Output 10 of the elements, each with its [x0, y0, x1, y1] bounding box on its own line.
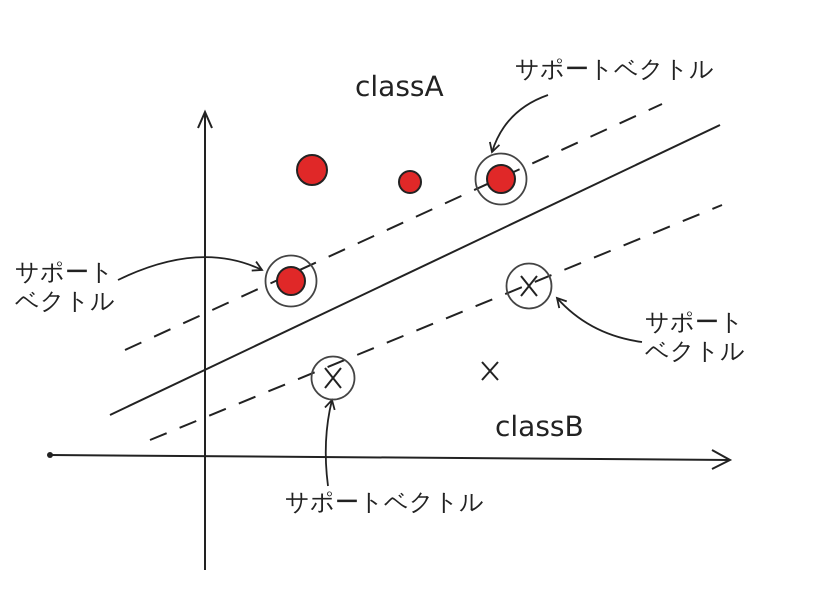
class-label: classA: [355, 70, 444, 104]
callout-label: サポートベクトル: [285, 488, 495, 517]
callout-label: サポートベクトル: [515, 55, 725, 84]
callout-label: サポートベクトル: [15, 258, 125, 316]
callout-label: サポートベクトル: [645, 308, 755, 366]
leader-arrow: [118, 256, 263, 281]
leader-arrow: [556, 297, 642, 343]
class-label: classB: [495, 410, 584, 444]
leader-arrow: [489, 94, 548, 153]
leader-arrow: [324, 399, 336, 486]
